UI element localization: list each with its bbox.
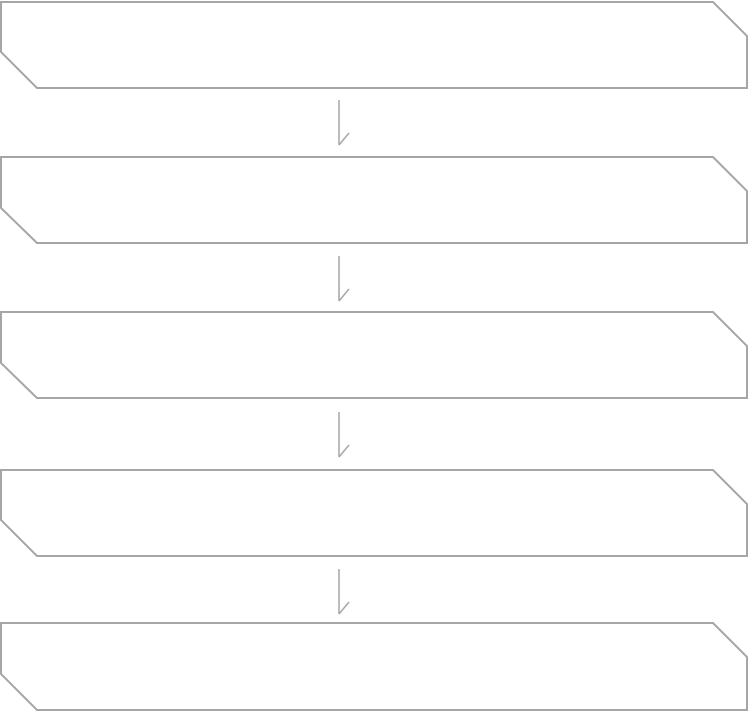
step-shape-4 [0,469,748,557]
step-box-5 [0,622,748,711]
down-arrow-2 [338,256,350,302]
step-box-3 [0,311,748,399]
step-shape-1 [0,1,748,89]
step-box-2 [0,156,748,244]
down-arrow-4 [338,569,350,615]
down-arrow-1 [338,100,350,146]
step-shape-5 [0,622,748,711]
step-shape-2 [0,156,748,244]
step-shape-3 [0,311,748,399]
step-box-4 [0,469,748,557]
step-box-1 [0,1,748,89]
down-arrow-3 [338,412,350,458]
